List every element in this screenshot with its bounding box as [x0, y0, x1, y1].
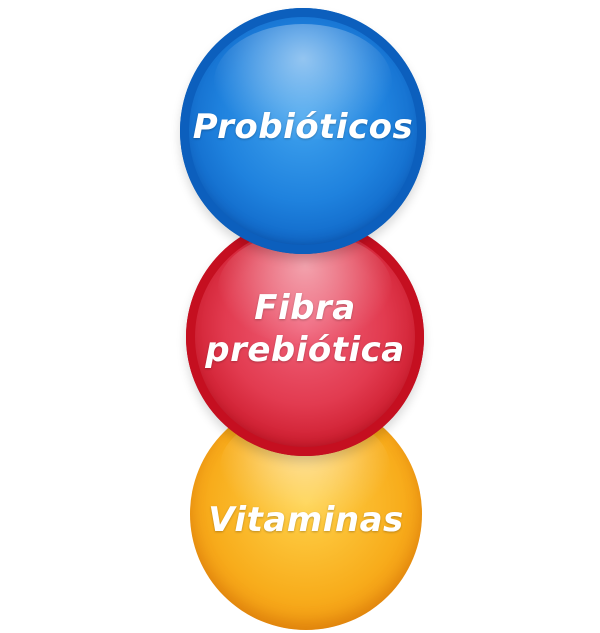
vitaminas-label: Vitaminas	[208, 500, 404, 540]
probioticos-label: Probióticos	[192, 107, 414, 147]
probioticos-ball: Probióticos	[180, 8, 426, 254]
fibra-prebiotica-label: Fibra prebiótica	[205, 288, 405, 370]
